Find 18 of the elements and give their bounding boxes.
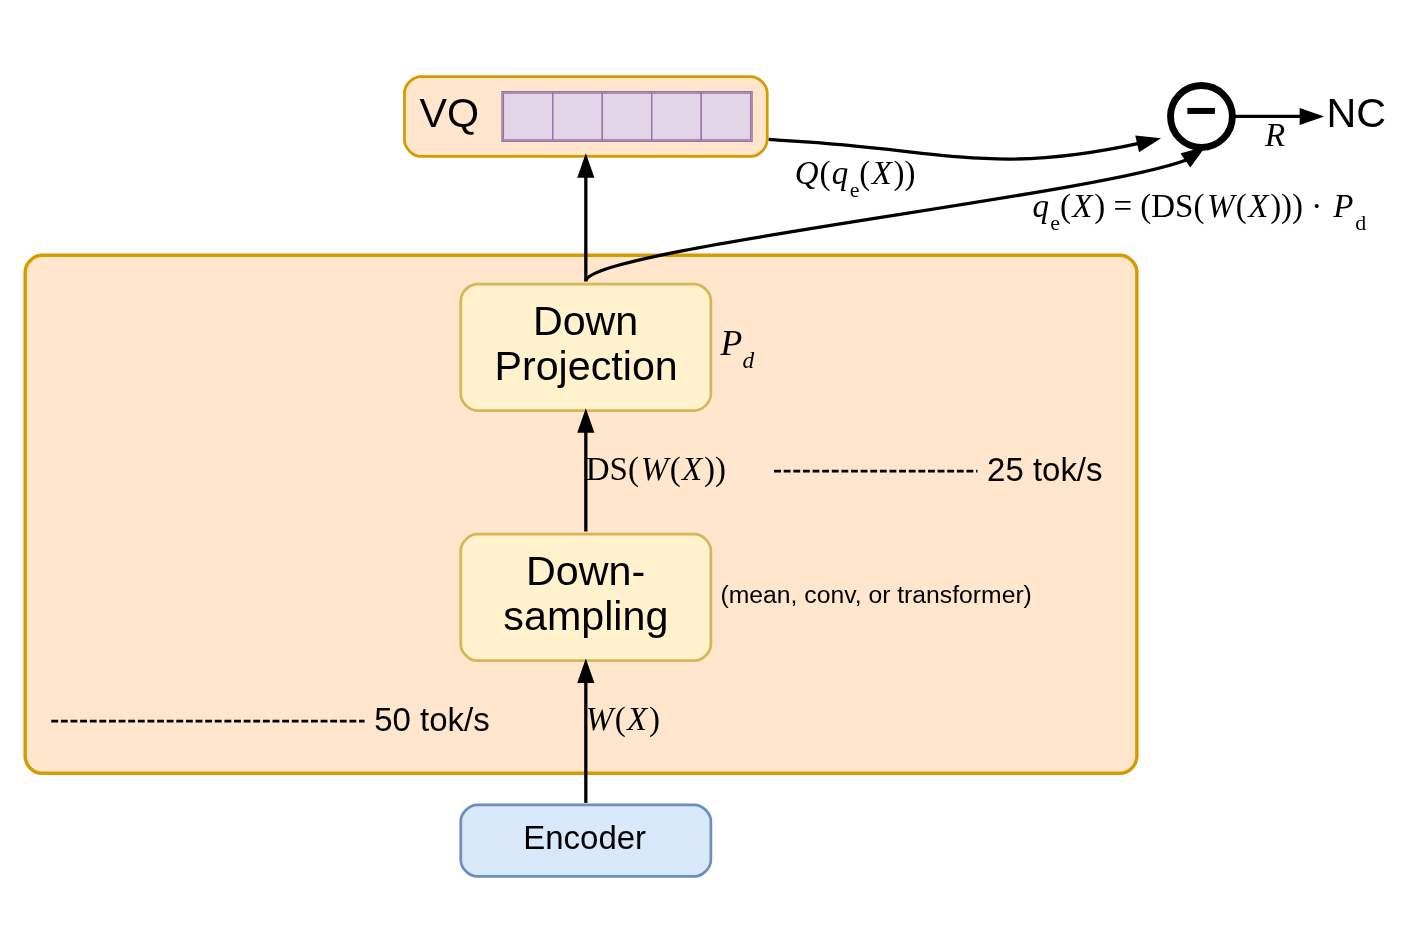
edge-label: W(X) (585, 700, 661, 737)
cluster (23, 253, 1139, 775)
node-text: NC (1326, 89, 1387, 136)
node-label: P$_{d}$ (720, 322, 755, 373)
node-circle: − (1167, 81, 1236, 151)
label: 25 tok/s (987, 450, 1103, 488)
arrow (577, 657, 595, 803)
edge-label: Q(q$_{e}$(X)) (794, 154, 916, 202)
node-label: (mean, conv, or transformer) (720, 580, 1032, 608)
edge-label: DS(W(X)) (585, 450, 726, 487)
arrow (577, 152, 595, 281)
edge-label: R (1265, 116, 1286, 153)
edge-label: q$_{e}$(X) = (DS(W(X))) · P$_{d}$ (1032, 187, 1367, 235)
label: 50 tok/s (374, 700, 490, 738)
arrow (768, 134, 1162, 161)
arrow (1232, 107, 1325, 125)
arrow (577, 407, 595, 531)
arrow (584, 146, 1206, 283)
